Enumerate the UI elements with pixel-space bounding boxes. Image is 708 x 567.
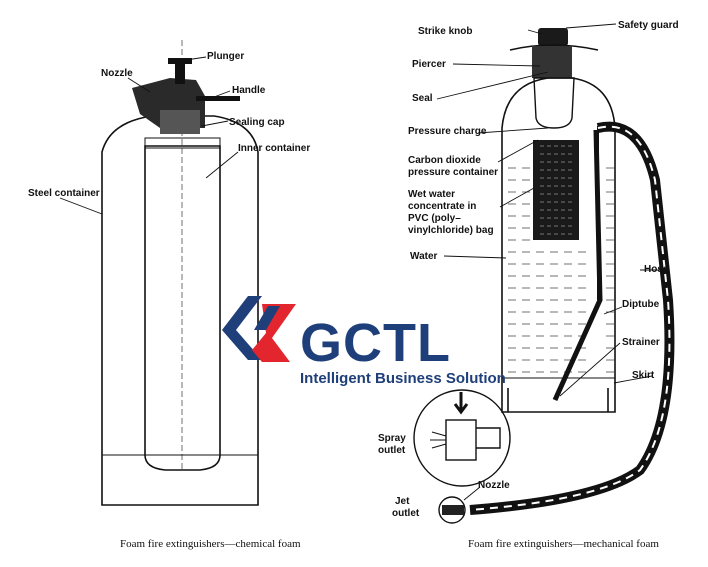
label-bag-line4: vinylchloride) bag [408, 225, 494, 236]
label-spray-line1: Spray [378, 433, 406, 444]
piercer-pointer [452, 63, 541, 67]
label-inner-container: Inner container [238, 143, 310, 154]
label-nozzle-right: Nozzle [478, 480, 510, 491]
skirt-legs [507, 388, 609, 412]
chemical-foam-extinguisher: Plunger Nozzle Handle Sealing cap Inner … [28, 40, 310, 550]
jet-nozzle-body [442, 505, 464, 515]
strike-knob [538, 28, 568, 46]
label-handle: Handle [232, 85, 266, 96]
label-jet-line1: Jet [395, 496, 410, 507]
label-diptube: Diptube [622, 299, 660, 310]
diptube-pointer [603, 306, 623, 315]
label-nozzle-left: Nozzle [101, 68, 133, 79]
steel-container-pointer [59, 197, 103, 215]
caption-mechanical-foam: Foam fire extinguishers—mechanical foam [468, 538, 659, 550]
skirt-pointer [613, 375, 653, 384]
label-strike-knob: Strike knob [418, 26, 472, 37]
label-water: Water [410, 251, 438, 262]
logo-chevron-red [252, 304, 296, 362]
co2-cartridge [533, 77, 575, 129]
label-skirt: Skirt [632, 370, 655, 381]
label-steel-container: Steel container [28, 188, 100, 199]
label-jet-line2: outlet [392, 508, 420, 519]
strainer-pointer [559, 342, 621, 397]
water-pointer [443, 255, 507, 259]
label-pressure-charge: Pressure charge [408, 126, 487, 137]
inner-container-pointer [205, 151, 239, 179]
label-co2-line1: Carbon dioxide [408, 155, 481, 166]
safety-guard-pointer [565, 23, 617, 29]
brand-tagline: Intelligent Business Solution [300, 370, 506, 387]
sealing-cap-pointer [201, 120, 229, 127]
hose-flow-arrows [469, 125, 671, 511]
label-safety-guard: Safety guard [618, 20, 679, 31]
bag-pointer [499, 187, 535, 208]
spray-arrow-icon [453, 392, 469, 415]
label-bag-line1: Wet water [408, 189, 455, 200]
spray-lines [430, 431, 447, 449]
sealing-cap-body [160, 110, 200, 134]
pvc-concentrate-bag [533, 140, 579, 240]
handle-bar [196, 96, 240, 101]
co2-pointer [497, 139, 539, 163]
plunger-pointer [185, 56, 207, 61]
spray-fitting [445, 419, 477, 461]
plunger-top [168, 58, 192, 64]
gctl-watermark: GCTL Intelligent Business Solution [222, 296, 506, 387]
nozzle-pointer-left [127, 77, 151, 93]
label-co2-line2: pressure container [408, 167, 498, 178]
mechanical-foam-extinguisher: Strike knob Safety guard Piercer Seal Pr… [378, 20, 679, 550]
strike-knob-pointer [527, 29, 543, 35]
logo-chevron-blue [222, 296, 262, 360]
inner-container-rim [144, 137, 221, 149]
inner-container [144, 145, 221, 471]
label-spray-line2: outlet [378, 445, 406, 456]
head-valve [532, 46, 572, 78]
label-plunger: Plunger [207, 51, 244, 62]
gctl-logo-mark [222, 296, 296, 362]
label-seal: Seal [412, 93, 433, 104]
label-piercer: Piercer [412, 59, 446, 70]
label-bag-line2: concentrate in [408, 201, 476, 212]
handle-top [509, 44, 599, 51]
pressure-charge-pointer [477, 127, 549, 134]
plunger-stem [175, 62, 185, 84]
nozzle-pointer-right [463, 486, 481, 501]
spray-outlet-detail [413, 389, 511, 487]
label-sealing-cap: Sealing cap [229, 117, 285, 128]
bag-texture [540, 145, 572, 235]
logo-chevron-inner [254, 306, 280, 330]
water-lines [508, 167, 614, 373]
brand-name: GCTL [300, 313, 451, 373]
steel-container-shell [101, 115, 259, 506]
label-hose: Hose [644, 264, 669, 275]
spray-tube [476, 427, 501, 449]
caption-chemical-foam: Foam fire extinguishers—chemical foam [120, 538, 301, 550]
seal-pointer [436, 71, 549, 100]
label-strainer: Strainer [622, 337, 660, 348]
label-bag-line3: PVC (poly– [408, 213, 461, 224]
handle-pointer [213, 90, 231, 98]
jet-nozzle-detail [438, 496, 466, 524]
